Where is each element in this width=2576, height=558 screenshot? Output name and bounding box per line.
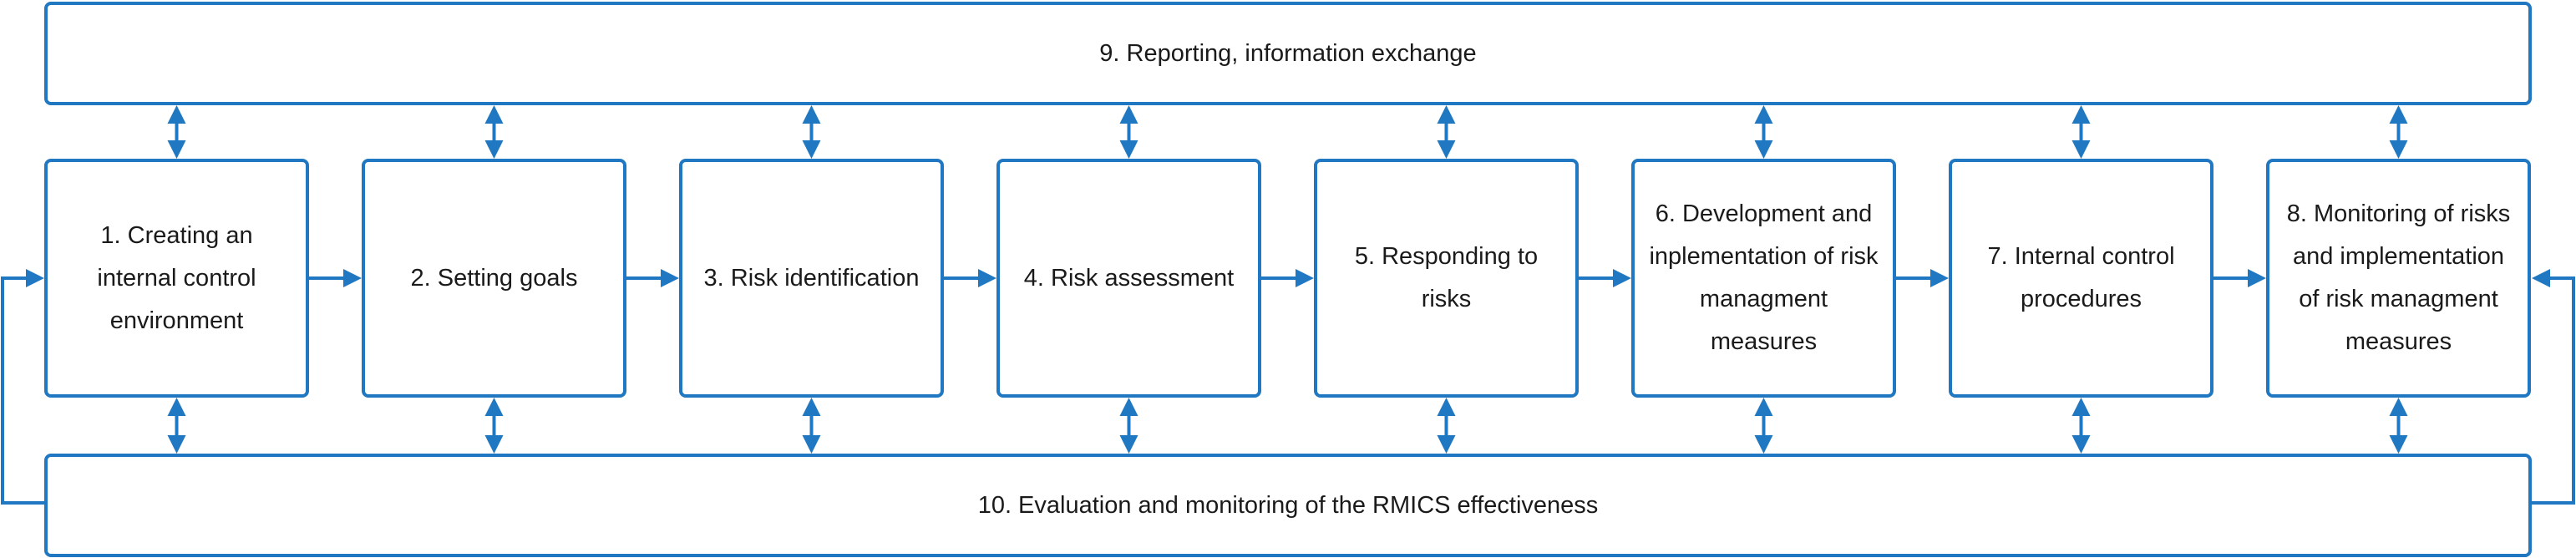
bottom-connector-5-arrow-down xyxy=(1437,435,1456,454)
step-3-box: 3. Risk identification xyxy=(679,159,944,398)
reporting-label: 9. Reporting, information exchange xyxy=(1099,39,1477,67)
flow-connector-5-arrow xyxy=(1613,269,1631,287)
bottom-connector-1-arrow-up xyxy=(167,398,186,416)
step-2-box: 2. Setting goals xyxy=(362,159,626,398)
step-5-label: 5. Responding to risks xyxy=(1354,243,1539,312)
top-connector-4-arrow-down xyxy=(1119,140,1138,159)
step-7-box: 7. Internal control procedures xyxy=(1949,159,2213,398)
top-connector-2-arrow-down xyxy=(484,140,504,159)
bottom-connector-6-arrow-down xyxy=(1754,435,1773,454)
bottom-connector-7-arrow-up xyxy=(2071,398,2091,416)
bottom-connector-2-arrow-down xyxy=(484,435,504,454)
step-3-label: 3. Risk identification xyxy=(703,264,920,292)
step-6-label: 6. Development and inplementation of ris… xyxy=(1649,200,1879,355)
top-connector-8-arrow-down xyxy=(2389,140,2408,159)
bottom-connector-5-arrow-up xyxy=(1437,398,1456,416)
bottom-connector-1-arrow-down xyxy=(167,435,186,454)
flow-connector-4-arrow xyxy=(1296,269,1314,287)
top-connector-6-arrow-up xyxy=(1754,105,1773,124)
top-connector-7-arrow-up xyxy=(2071,105,2091,124)
right-feedback-loop xyxy=(2532,276,2575,505)
right-feedback-loop-arrow xyxy=(2532,269,2550,287)
step-4-label: 4. Risk assessment xyxy=(1023,264,1235,292)
top-connector-3-arrow-up xyxy=(802,105,821,124)
bottom-connector-3-arrow-down xyxy=(802,435,821,454)
bottom-connector-2-arrow-up xyxy=(484,398,504,416)
step-5-box: 5. Responding to risks xyxy=(1314,159,1579,398)
step-2-label: 2. Setting goals xyxy=(410,264,578,292)
reporting-box: 9. Reporting, information exchange xyxy=(44,2,2532,105)
step-4-box: 4. Risk assessment xyxy=(996,159,1261,398)
left-feedback-loop xyxy=(1,276,44,505)
bottom-connector-4-arrow-up xyxy=(1119,398,1138,416)
top-connector-6-arrow-down xyxy=(1754,140,1773,159)
left-feedback-loop-arrow xyxy=(26,269,44,287)
bottom-connector-3-arrow-up xyxy=(802,398,821,416)
top-connector-5-arrow-down xyxy=(1437,140,1456,159)
bottom-connector-8-arrow-up xyxy=(2389,398,2408,416)
flow-connector-3-arrow xyxy=(978,269,996,287)
top-connector-4-arrow-up xyxy=(1119,105,1138,124)
top-connector-3-arrow-down xyxy=(802,140,821,159)
step-8-label: 8. Monitoring of risks and implementatio… xyxy=(2286,200,2511,355)
bottom-connector-6-arrow-up xyxy=(1754,398,1773,416)
step-8-box: 8. Monitoring of risks and implementatio… xyxy=(2266,159,2531,398)
evaluation-label: 10. Evaluation and monitoring of the RMI… xyxy=(977,491,1599,519)
flow-connector-7-arrow xyxy=(2248,269,2266,287)
flow-connector-6-arrow xyxy=(1930,269,1949,287)
flow-connector-2-arrow xyxy=(661,269,679,287)
bottom-connector-8-arrow-down xyxy=(2389,435,2408,454)
top-connector-5-arrow-up xyxy=(1437,105,1456,124)
bottom-connector-4-arrow-down xyxy=(1119,435,1138,454)
step-1-label: 1. Creating an internal control environm… xyxy=(97,221,256,334)
top-connector-2-arrow-up xyxy=(484,105,504,124)
evaluation-box: 10. Evaluation and monitoring of the RMI… xyxy=(44,454,2532,557)
flow-connector-1-arrow xyxy=(343,269,362,287)
bottom-connector-7-arrow-down xyxy=(2071,435,2091,454)
step-6-box: 6. Development and inplementation of ris… xyxy=(1631,159,1896,398)
top-connector-1-arrow-up xyxy=(167,105,186,124)
step-7-label: 7. Internal control procedures xyxy=(1987,243,2175,312)
top-connector-1-arrow-down xyxy=(167,140,186,159)
top-connector-8-arrow-up xyxy=(2389,105,2408,124)
step-1-box: 1. Creating an internal control environm… xyxy=(44,159,309,398)
top-connector-7-arrow-down xyxy=(2071,140,2091,159)
